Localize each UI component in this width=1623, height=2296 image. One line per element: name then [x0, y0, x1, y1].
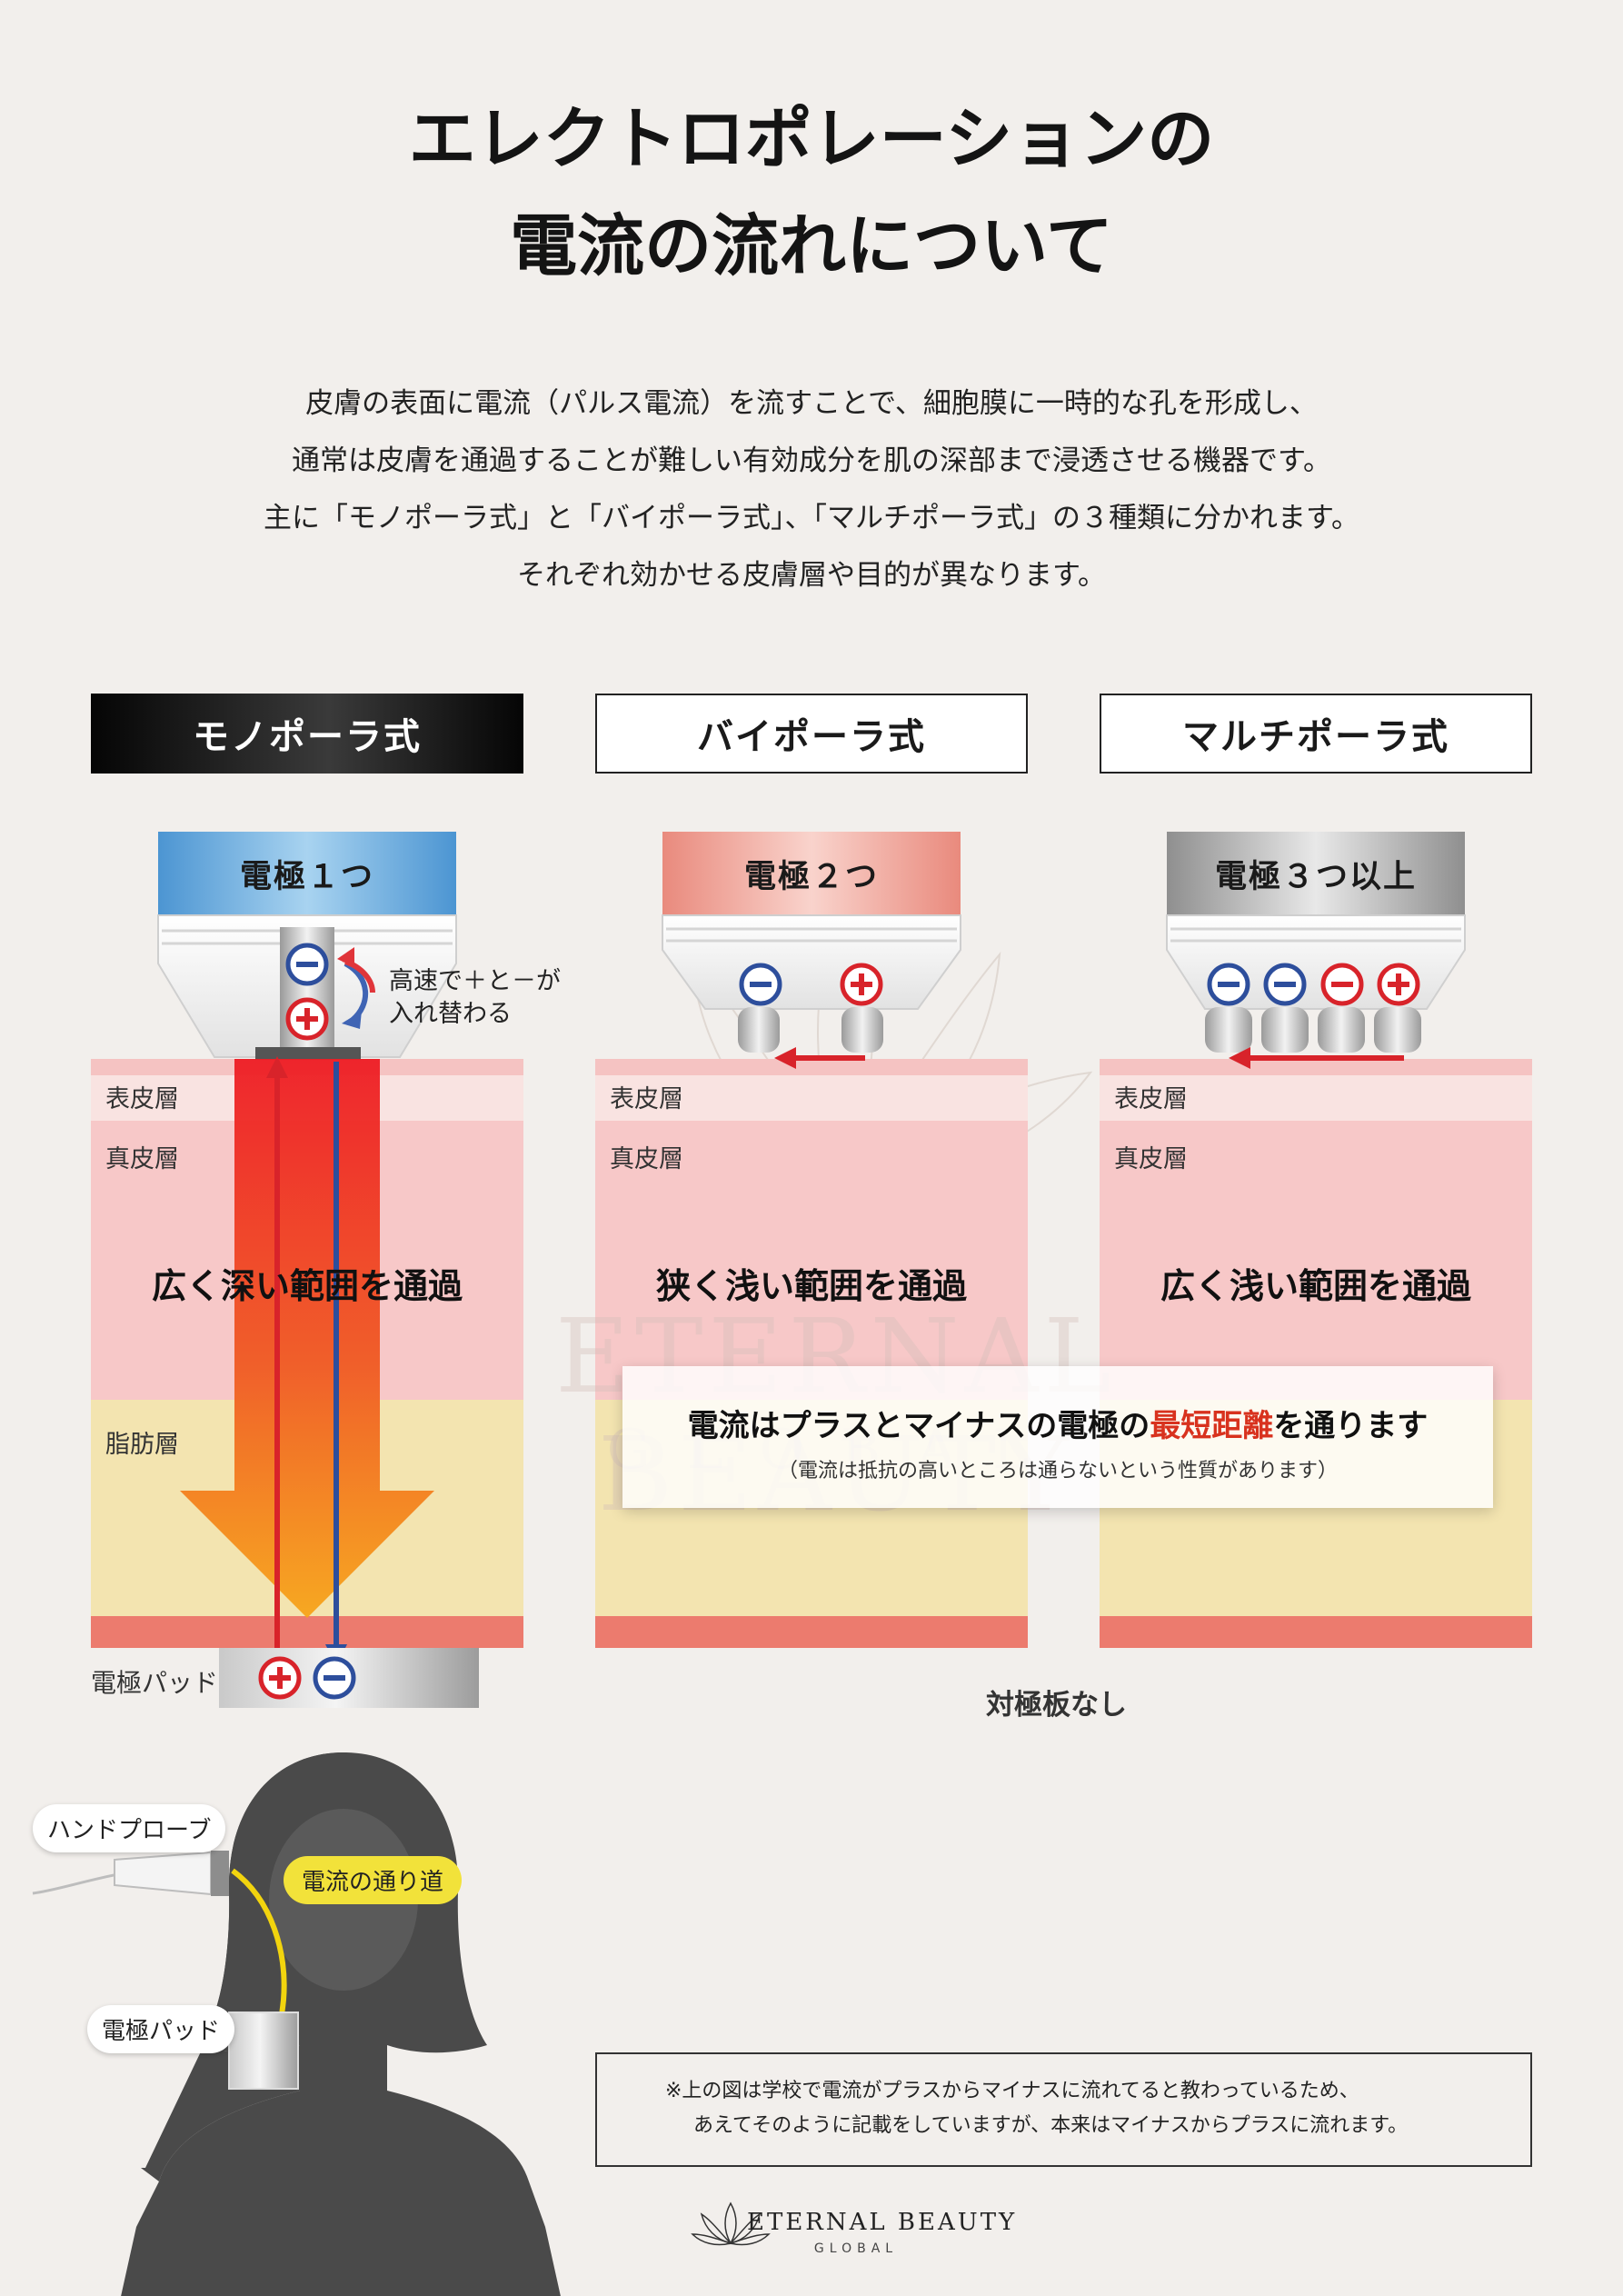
brand-name: ETERNAL BEAUTY — [747, 2209, 1018, 2236]
bipolar-device — [662, 914, 961, 1069]
layer-label-dermis: 真皮層 — [105, 1145, 179, 1173]
intro-line: 主に「モノポーラ式」と「バイポーラ式」、「マルチポーラ式」の３種類に分かれます。 — [264, 502, 1359, 534]
intro-text: 皮膚の表面に電流（パルス電流）を流すことで、細胞膜に一時的な孔を形成し、 通常は… — [0, 375, 1623, 604]
chest-pad-label: 電極パッド — [87, 2005, 235, 2053]
note-highlight: 最短距離 — [1150, 1408, 1274, 1444]
intro-line: 皮膚の表面に電流（パルス電流）を流すことで、細胞膜に一時的な孔を形成し、 — [305, 387, 1318, 420]
chest-electrode-pad — [228, 2011, 299, 2090]
footnote-box: ※上の図は学校で電流がプラスからマイナスに流れてると教わっているため、 あえてそ… — [595, 2052, 1532, 2167]
intro-line: それぞれ効かせる皮膚層や目的が異なります。 — [517, 559, 1106, 592]
swap-label-line-1: 高速で＋と－が — [389, 967, 561, 995]
layer-label-epidermis: 表皮層 — [1114, 1085, 1188, 1113]
hand-probe-icon — [114, 1851, 229, 1896]
no-counter-plate-label: 対極板なし — [986, 1689, 1127, 1722]
header-bipolar: バイポーラ式 — [595, 694, 1028, 774]
range-label-multipolar: 広く浅い範囲を通過 — [1160, 1266, 1471, 1306]
swap-label: 高速で＋と－が 入れ替わる — [389, 965, 561, 1031]
header-monopolar: モノポーラ式 — [91, 694, 523, 774]
page-title: エレクトロポレーションの 電流の流れについて — [0, 85, 1623, 300]
note-text-before: 電流はプラスとマイナスの電極の — [687, 1408, 1150, 1444]
intro-line: 通常は皮膚を通過することが難しい有効成分を肌の深部まで浸透させる機器です。 — [292, 444, 1331, 477]
brand-lotus-icon — [691, 2201, 771, 2246]
note-text-after: を通ります — [1273, 1408, 1429, 1444]
wide-current-arrow — [180, 1059, 434, 1618]
layer-label-epidermis: 表皮層 — [105, 1085, 179, 1113]
layer-label-dermis: 真皮層 — [1114, 1145, 1188, 1173]
swap-label-line-2: 入れ替わる — [389, 1000, 512, 1028]
probe-cable — [32, 1872, 119, 1895]
shortest-path-note: 電流はプラスとマイナスの電極の最短距離を通ります （電流は抵抗の高いところは通ら… — [622, 1366, 1493, 1508]
electrode-label-one: 電極１つ — [158, 832, 456, 915]
current-path-label: 電流の通り道 — [284, 1856, 463, 1904]
note-subtext: （電流は抵抗の高いところは通らないという性質があります） — [777, 1460, 1338, 1482]
title-line-2: 電流の流れについて — [510, 207, 1113, 285]
range-label-monopolar: 広く深い範囲を通過 — [151, 1266, 463, 1306]
layer-label-epidermis: 表皮層 — [610, 1085, 683, 1113]
footnote-line-1: ※上の図は学校で電流がプラスからマイナスに流れてると教わっているため、 — [665, 2080, 1359, 2102]
range-label-bipolar: 狭く浅い範囲を通過 — [655, 1266, 967, 1306]
electrode-label-three: 電極３つ以上 — [1167, 832, 1465, 915]
layer-label-dermis: 真皮層 — [610, 1145, 683, 1173]
hand-probe-label: ハンドプローブ — [33, 1804, 226, 1852]
brand-subtitle: GLOBAL — [813, 2241, 899, 2256]
footnote-line-2: あえてそのように記載をしていますが、本来はマイナスからプラスに流れます。 — [693, 2114, 1409, 2137]
electrode-pad-label: 電極パッド — [91, 1668, 219, 1698]
electrode-label-two: 電極２つ — [662, 832, 961, 915]
title-line-1: エレクトロポレーションの — [408, 100, 1215, 178]
multipolar-device — [1166, 914, 1466, 1069]
monopolar-device — [157, 914, 457, 1060]
layer-label-fat: 脂肪層 — [105, 1431, 179, 1459]
header-multipolar: マルチポーラ式 — [1100, 694, 1532, 774]
